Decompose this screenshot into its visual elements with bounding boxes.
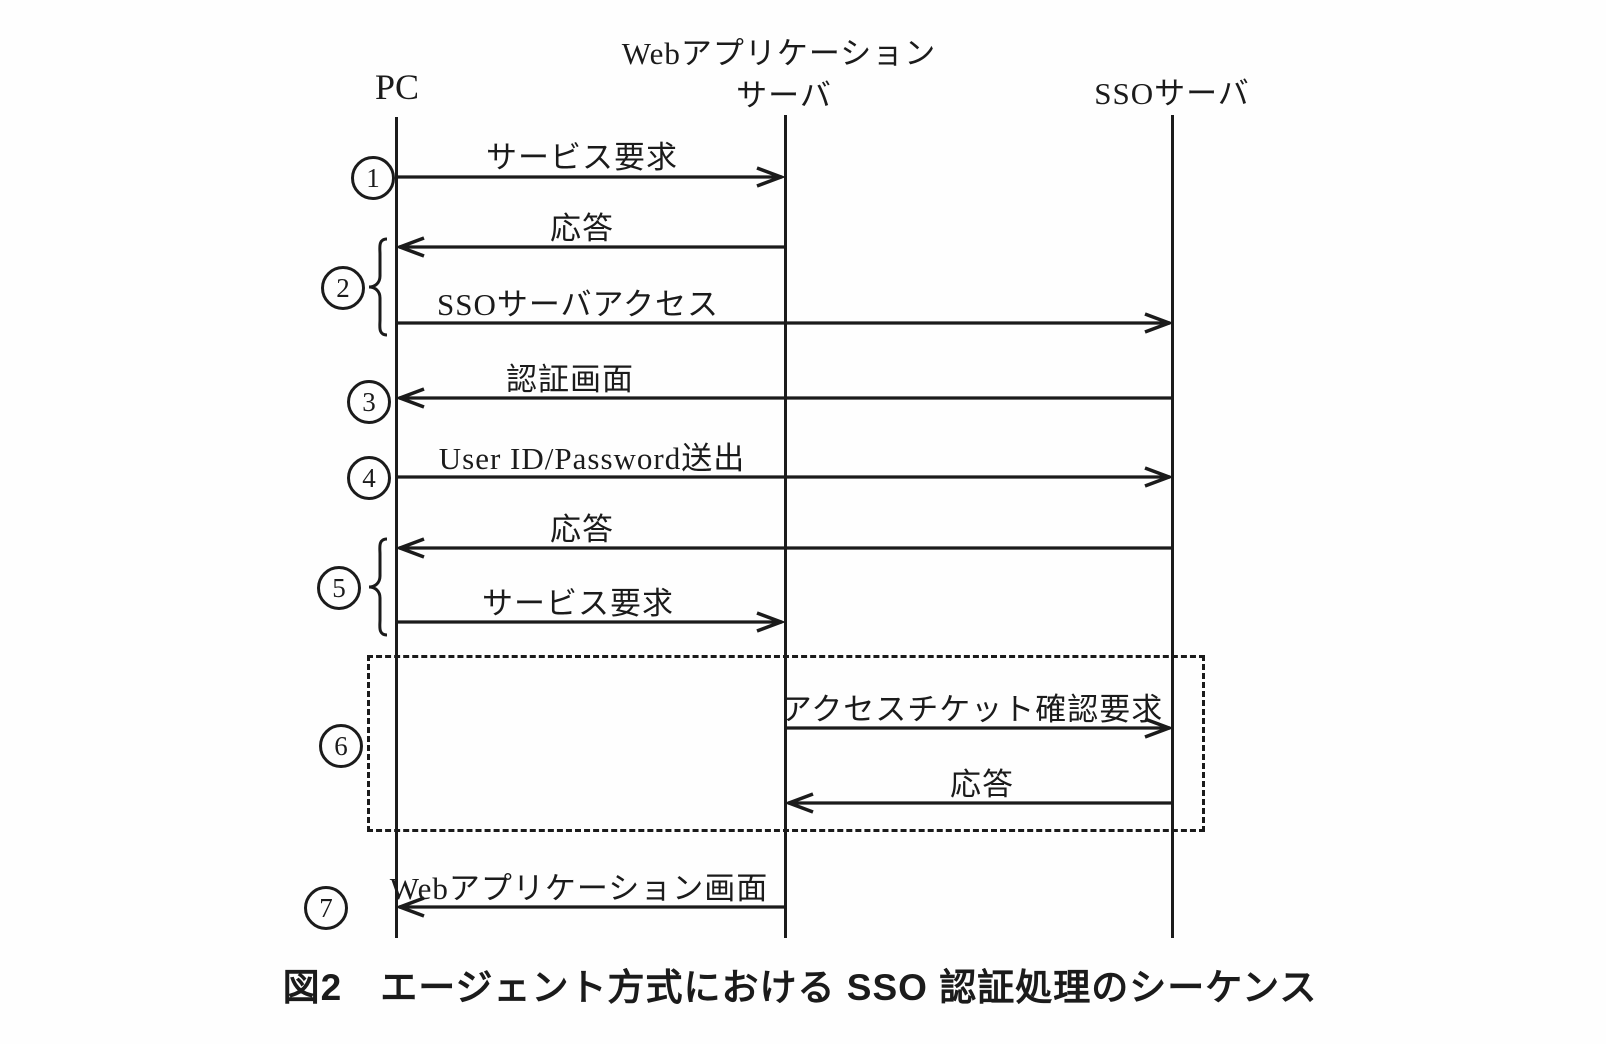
- step-marker-6: 6: [319, 724, 363, 768]
- step-marker-5: 5: [317, 566, 361, 610]
- message-arrow-left: [785, 791, 1173, 815]
- step-marker-4: 4: [347, 456, 391, 500]
- message-arrow-right: [396, 610, 785, 634]
- message-arrow-right: [396, 465, 1173, 489]
- step-marker-7: 7: [304, 886, 348, 930]
- message-label: 認証画面: [506, 362, 634, 397]
- message-arrow-left: [396, 895, 785, 919]
- message-label: 応答: [550, 512, 614, 547]
- actor-label-pc: PC: [374, 67, 420, 107]
- brace-step5-icon: [365, 537, 391, 642]
- lifeline-web-server: [784, 115, 787, 938]
- message-arrow-left: [396, 235, 785, 259]
- message-arrow-right: [396, 311, 1173, 335]
- message-label: サービス要求: [482, 586, 674, 621]
- message-arrow-left: [396, 536, 1173, 560]
- message-arrow-right: [785, 716, 1173, 740]
- message-arrow-right: [396, 165, 785, 189]
- brace-step2-icon: [365, 237, 391, 342]
- step6-dashed-box: [367, 655, 1205, 832]
- step-marker-1: 1: [351, 156, 395, 200]
- message-label: SSOサーバアクセス: [436, 287, 720, 322]
- actor-label-web-server-line1: Webアプリケーション: [621, 36, 937, 71]
- message-label: Webアプリケーション画面: [389, 871, 769, 906]
- lifeline-pc: [395, 117, 398, 938]
- message-label: 応答: [950, 767, 1014, 802]
- lifeline-sso-server: [1171, 115, 1174, 938]
- step-marker-3: 3: [347, 380, 391, 424]
- message-label: 応答: [550, 211, 614, 246]
- actor-label-sso-server: SSOサーバ: [1094, 76, 1250, 111]
- figure-caption: 図2 エージェント方式における SSO 認証処理のシーケンス: [282, 967, 1318, 1008]
- message-label: アクセスチケット確認要求: [780, 692, 1164, 727]
- message-arrow-left: [396, 386, 1173, 410]
- message-label: サービス要求: [486, 140, 678, 175]
- step-marker-2: 2: [321, 266, 365, 310]
- actor-label-web-server-line2: サーバ: [736, 78, 832, 113]
- message-label: User ID/Password送出: [438, 441, 746, 476]
